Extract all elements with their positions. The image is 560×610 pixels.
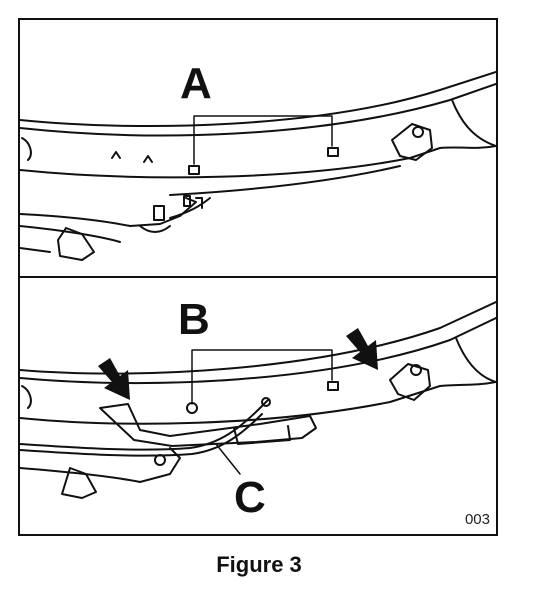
callout-a-bracket: [193, 115, 333, 165]
fastener-right: [327, 381, 339, 391]
bottom-panel: B C 003: [20, 278, 496, 534]
cover-piece: [99, 403, 317, 447]
top-panel-illustration: [20, 71, 496, 261]
callout-label-c: C: [234, 473, 266, 522]
fastener-left: [188, 165, 200, 175]
cowl-right-hole: [412, 126, 424, 138]
panel-divider: [18, 276, 498, 278]
cowl-upper-edge: [20, 71, 496, 127]
figure-caption: Figure 3: [216, 552, 302, 577]
cowl-lower-skirt: [169, 165, 401, 196]
cowl-upper-edge: [20, 301, 496, 375]
lower-part-tab: [57, 227, 95, 261]
arrow-right: [346, 328, 378, 370]
cowl-left-loop: [21, 137, 32, 161]
arrow-left: [98, 358, 130, 400]
lower-part-outline: [20, 197, 197, 227]
cowl-lower-edge: [20, 145, 496, 179]
top-panel: A: [20, 20, 496, 276]
figure-code: 003: [464, 511, 490, 528]
cowl-upper-edge-inner: [20, 83, 496, 137]
cowl-right-bracket: [391, 123, 433, 161]
callout-label-b: B: [178, 295, 210, 344]
cowl-right-bracket: [389, 363, 431, 401]
cowl-right-end: [451, 99, 496, 147]
connector-wire: [169, 197, 211, 219]
callout-b-bracket: [191, 349, 333, 405]
callout-c-leader: [215, 443, 241, 475]
fastener-right: [327, 147, 339, 157]
wire-c: [20, 399, 269, 451]
bottom-panel-illustration: [20, 301, 496, 499]
lower-part-outline: [20, 447, 181, 483]
callout-label-a: A: [180, 59, 212, 108]
